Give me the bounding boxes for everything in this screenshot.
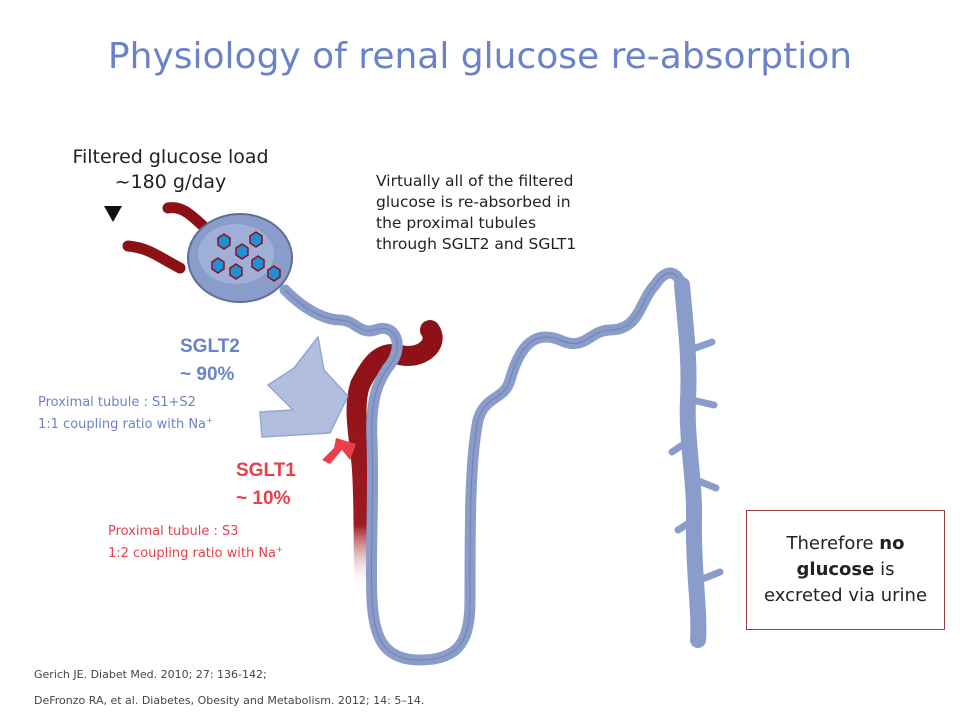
- note-line: the proximal tubules: [376, 214, 537, 232]
- conclusion-line3: excreted via urine: [763, 585, 928, 606]
- glucose-molecules: [211, 231, 281, 282]
- sglt1-percent: ~ 10%: [236, 488, 291, 509]
- note-line: Virtually all of the filtered: [376, 172, 574, 190]
- sglt1-description: Proximal tubule : S3 1:2 coupling ratio …: [108, 523, 283, 563]
- sglt2-label: SGLT2 ~ 90%: [180, 333, 240, 389]
- collecting-duct: [674, 277, 707, 648]
- sglt2-site: Proximal tubule : S1+S2: [38, 395, 196, 410]
- proximal-tubule: [279, 267, 688, 666]
- conclusion-after1: is: [874, 559, 895, 580]
- sglt2-arrow: [259, 335, 349, 438]
- filtered-line2: ~180 g/day: [114, 171, 227, 193]
- note-line: glucose is re-absorbed in: [376, 193, 571, 211]
- collecting-duct-branches: [668, 338, 724, 584]
- filtered-line1: Filtered glucose load: [72, 146, 269, 168]
- sglt2-name: SGLT2: [180, 336, 240, 357]
- note-line: through SGLT2 and SGLT1: [376, 235, 577, 253]
- efferent-arteriole: [122, 240, 186, 274]
- filtered-glucose-load: Filtered glucose load ~180 g/day: [48, 145, 293, 195]
- conclusion-bold1: no: [879, 533, 905, 554]
- sglt2-description: Proximal tubule : S1+S2 1:1 coupling rat…: [38, 394, 213, 434]
- down-triangle-icon: [104, 206, 122, 222]
- reference-1: Gerich JE. Diabet Med. 2010; 27: 136-142…: [34, 668, 267, 681]
- sglt1-ratio-line: 1:2 coupling ratio with Na+: [108, 541, 283, 563]
- sglt2-ratio-line: 1:1 coupling ratio with Na+: [38, 412, 213, 434]
- sglt1-name: SGLT1: [236, 460, 296, 481]
- page-title: Physiology of renal glucose re-absorptio…: [107, 36, 853, 77]
- conclusion-box: Therefore no glucose is excreted via uri…: [746, 510, 945, 630]
- sglt1-label: SGLT1 ~ 10%: [236, 457, 296, 513]
- sglt1-site: Proximal tubule : S3: [108, 524, 239, 539]
- reabsorption-note: Virtually all of the filtered glucose is…: [376, 171, 636, 255]
- sglt1-ratio: 1:2 coupling ratio with Na: [108, 546, 277, 561]
- sglt2-ratio: 1:1 coupling ratio with Na: [38, 417, 207, 432]
- conclusion-before: Therefore: [786, 533, 880, 554]
- peritubular-capillary: [346, 320, 443, 600]
- sglt2-ion-sup: +: [206, 416, 213, 425]
- sglt2-percent: ~ 90%: [180, 364, 235, 385]
- sglt1-ion-sup: +: [276, 545, 283, 554]
- sglt1-arrow: [322, 438, 356, 464]
- conclusion-bold2: glucose: [796, 559, 875, 580]
- reference-2: DeFronzo RA, et al. Diabetes, Obesity an…: [34, 694, 425, 707]
